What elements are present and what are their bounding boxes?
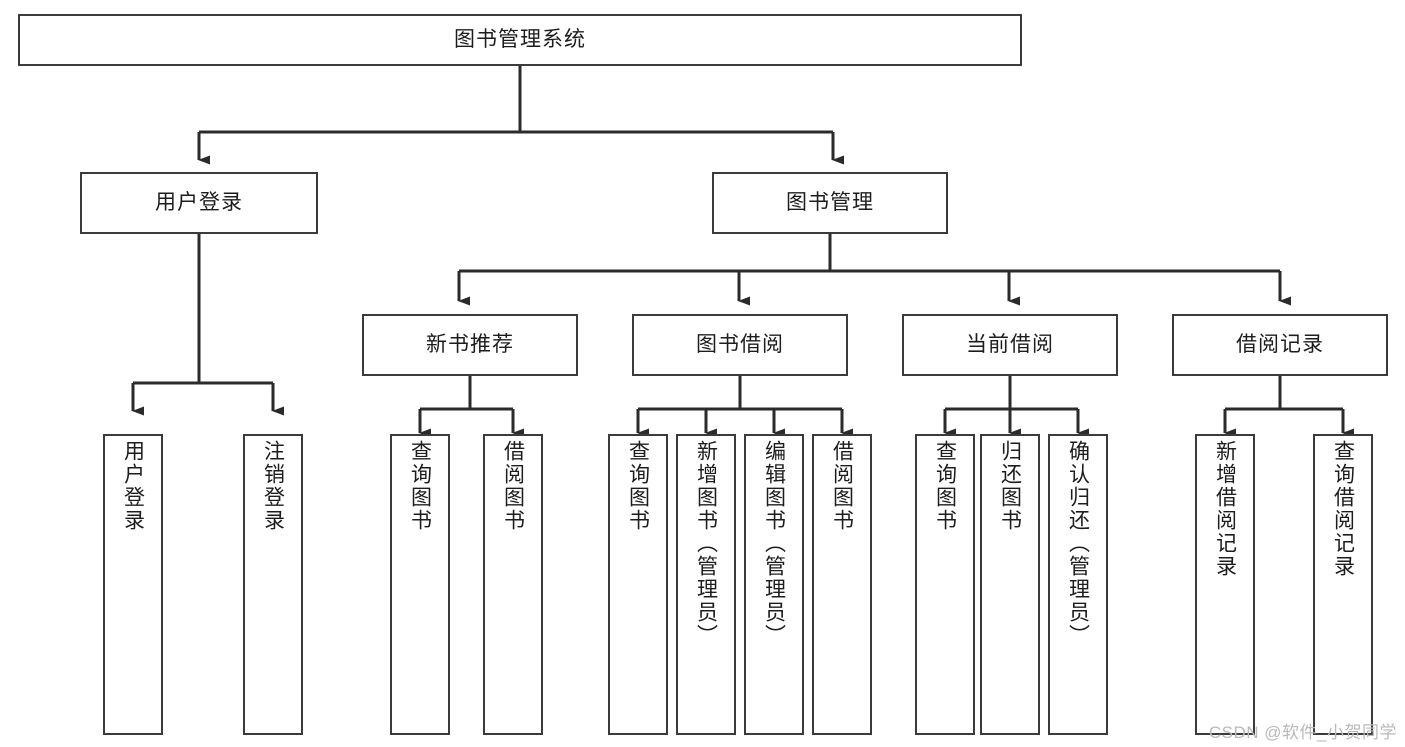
node-label: 新书推荐 [426, 332, 514, 356]
node-label: 查询图书 [408, 440, 432, 532]
leaf-query-book-current[interactable]: 查询图书 [915, 434, 975, 735]
node-label: 编辑图书（管理员） [762, 440, 786, 647]
node-label: 新增借阅记录 [1213, 440, 1237, 578]
node-label: 确认归还（管理员） [1066, 440, 1090, 647]
node-label: 借阅图书 [501, 440, 525, 532]
leaf-return-book[interactable]: 归还图书 [980, 434, 1040, 735]
node-label: 借阅记录 [1236, 332, 1324, 356]
node-label: 查询借阅记录 [1331, 440, 1355, 578]
node-borrow-record[interactable]: 借阅记录 [1172, 314, 1388, 376]
node-label: 用户登录 [121, 440, 145, 532]
csdn-watermark: CSDN @软件_小贺同学 [1208, 723, 1397, 742]
node-label: 图书借阅 [696, 332, 784, 356]
node-label: 当前借阅 [966, 332, 1054, 356]
node-current-borrow[interactable]: 当前借阅 [902, 314, 1118, 376]
node-book-borrow[interactable]: 图书借阅 [632, 314, 848, 376]
node-label: 注销登录 [261, 440, 285, 532]
leaf-query-book-recommend[interactable]: 查询图书 [390, 434, 450, 735]
node-user-login[interactable]: 用户登录 [80, 172, 318, 234]
node-label: 查询图书 [626, 440, 650, 532]
node-label: 归还图书 [998, 440, 1022, 532]
leaf-logout-login[interactable]: 注销登录 [243, 434, 303, 735]
node-label: 借阅图书 [830, 440, 854, 532]
node-root-system[interactable]: 图书管理系统 [18, 14, 1022, 66]
leaf-borrow-book-recommend[interactable]: 借阅图书 [483, 434, 543, 735]
leaf-borrow-book[interactable]: 借阅图书 [812, 434, 872, 735]
leaf-query-borrow-record[interactable]: 查询借阅记录 [1313, 434, 1373, 735]
node-label: 查询图书 [933, 440, 957, 532]
leaf-query-book-borrow[interactable]: 查询图书 [608, 434, 668, 735]
leaf-user-login[interactable]: 用户登录 [103, 434, 163, 735]
node-label: 用户登录 [155, 190, 243, 214]
leaf-add-borrow-record[interactable]: 新增借阅记录 [1195, 434, 1255, 735]
node-label: 图书管理系统 [454, 27, 586, 51]
node-label: 新增图书（管理员） [694, 440, 718, 647]
leaf-add-book[interactable]: 新增图书（管理员） [676, 434, 736, 735]
leaf-edit-book[interactable]: 编辑图书（管理员） [744, 434, 804, 735]
node-label: 图书管理 [786, 190, 874, 214]
node-new-book-recommend[interactable]: 新书推荐 [362, 314, 578, 376]
leaf-confirm-return[interactable]: 确认归还（管理员） [1048, 434, 1108, 735]
node-book-management[interactable]: 图书管理 [712, 172, 948, 234]
